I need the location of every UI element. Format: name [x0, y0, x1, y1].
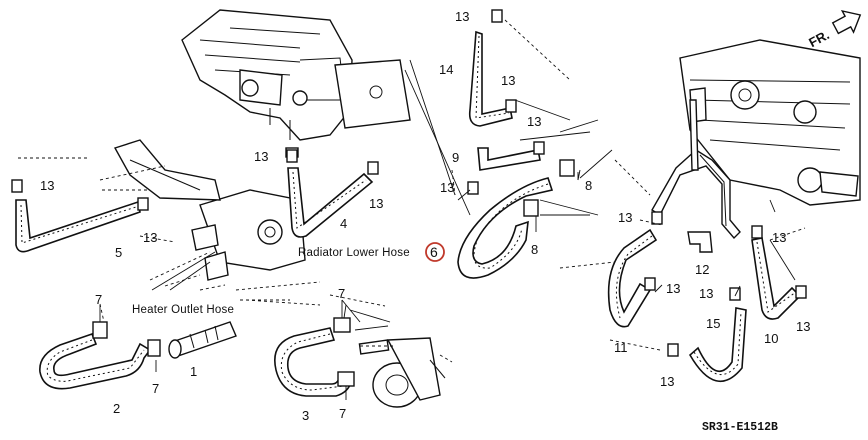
hose-6-radiator-lower	[457, 177, 554, 279]
front-direction-marker: FR.	[806, 9, 862, 50]
radiator-lower-hose-caption: Radiator Lower Hose	[298, 247, 410, 259]
ref-7: 7	[95, 292, 102, 307]
ref-13: 13	[369, 196, 383, 211]
drawing-code: SR31-E1512B	[702, 421, 778, 434]
pointer-lines	[99, 172, 579, 400]
oil-cooler-assembly	[358, 337, 446, 408]
ref-13: 13	[143, 230, 157, 245]
ref-8: 8	[585, 178, 592, 193]
clamp-12	[687, 231, 713, 253]
ref-8: 8	[531, 242, 538, 257]
water-outlet-housing	[113, 139, 306, 281]
ref-2: 2	[113, 401, 120, 416]
ref-10: 10	[764, 331, 778, 346]
hose-2	[39, 332, 152, 390]
hose-5	[15, 199, 141, 253]
engine-leader-lines	[404, 59, 471, 216]
hose-14	[468, 30, 513, 127]
ref-7: 7	[152, 381, 159, 396]
cylinder-head-assembly	[679, 39, 861, 206]
ref-11: 11	[614, 340, 628, 355]
hose-11	[607, 228, 658, 328]
hose-9	[477, 147, 541, 171]
ref-4: 4	[340, 216, 347, 231]
ref-14: 14	[439, 62, 453, 77]
bypass-pipe	[651, 99, 741, 240]
ref-13: 13	[40, 178, 54, 193]
ref-9: 9	[452, 150, 459, 165]
joint-1	[168, 321, 237, 359]
front-label: FR.	[806, 27, 832, 50]
ref-6-highlight[interactable]: 6	[425, 242, 445, 262]
ref-15: 15	[706, 316, 720, 331]
ref-13: 13	[618, 210, 632, 225]
ref-13: 13	[527, 114, 541, 129]
ref-5: 5	[115, 245, 122, 260]
clamps-13	[11, 9, 807, 357]
hose-4	[287, 167, 374, 238]
ref-13: 13	[440, 180, 454, 195]
ref-7: 7	[338, 286, 345, 301]
clamps-7-8	[92, 159, 575, 387]
hose-15	[688, 307, 747, 383]
ref-7: 7	[339, 406, 346, 421]
ref-13: 13	[455, 9, 469, 24]
ref-13: 13	[660, 374, 674, 389]
ref-13: 13	[796, 319, 810, 334]
ref-13: 13	[501, 73, 515, 88]
ref-6: 6	[430, 244, 438, 260]
intake-manifold-assembly	[181, 9, 411, 158]
ref-13: 13	[772, 230, 786, 245]
leader-lines	[18, 19, 806, 363]
ref-13: 13	[254, 149, 268, 164]
ref-12: 12	[695, 262, 709, 277]
ref-3: 3	[302, 408, 309, 423]
hose-10	[751, 237, 802, 320]
ref-1: 1	[190, 364, 197, 379]
ref-13: 13	[666, 281, 680, 296]
ref-13: 13	[699, 286, 713, 301]
heater-outlet-hose-caption: Heater Outlet Hose	[132, 304, 234, 316]
